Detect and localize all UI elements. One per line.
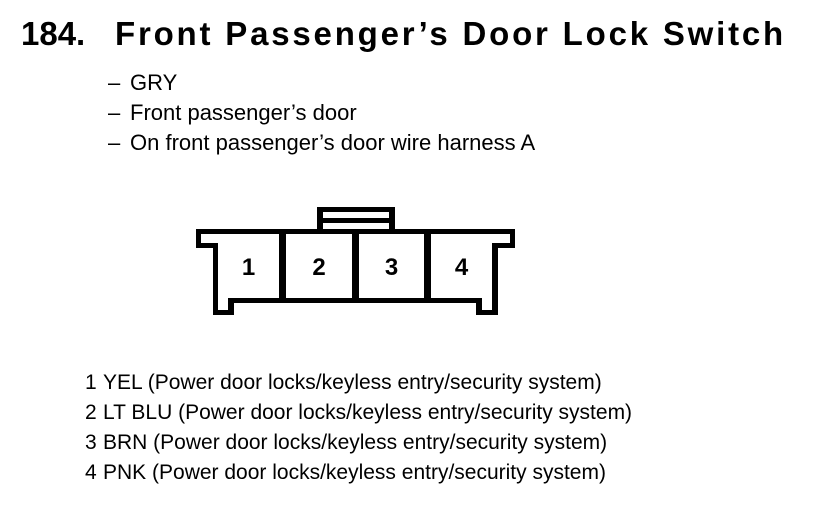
pin-number: 1 [85,371,97,394]
connector-diagram: 1 2 3 4 [196,207,515,315]
pin-number: 4 [85,461,97,484]
wire-label: PNK (Power door locks/keyless entry/secu… [103,461,606,484]
pinout-row-2: 2 LT BLU (Power door locks/keyless entry/… [85,398,632,428]
detail-line-harness: –On front passenger’s door wire harness … [108,128,535,158]
cavity-dividers [279,234,431,298]
dash-bullet: – [108,130,121,155]
pinout-list: 1 YEL (Power door locks/keyless entry/sec… [85,368,632,488]
detail-line-location: –Front passenger’s door [108,98,535,128]
pin-cavity-4-number: 4 [455,254,469,281]
pin-number: 3 [85,431,97,454]
pin-cavity-3-number: 3 [385,254,398,281]
pinout-row-1: 1 YEL (Power door locks/keyless entry/sec… [85,368,632,398]
wire-label: YEL (Power door locks/keyless entry/secu… [103,371,602,394]
pin-cavity-2-number: 2 [312,254,325,281]
connector-details: –GRY –Front passenger’s door –On front p… [108,68,535,158]
dash-bullet: – [108,100,121,125]
wire-label: LT BLU (Power door locks/keyless entry/s… [103,401,633,424]
detail-text: GRY [130,70,178,95]
page-title: 184. Front Passenger’s Door Lock Switch [21,17,786,50]
item-number: 184. [21,15,86,52]
pinout-row-4: 4 PNK (Power door locks/keyless entry/sec… [85,458,632,488]
pinout-row-3: 3 BRN (Power door locks/keyless entry/sec… [85,428,632,458]
detail-text: Front passenger’s door [130,100,357,125]
pin-cavity-1-number: 1 [242,254,255,281]
pin-number: 2 [85,401,97,424]
wire-label: BRN (Power door locks/keyless entry/secu… [103,431,608,454]
item-title: Front Passenger’s Door Lock Switch [115,15,786,52]
detail-text: On front passenger’s door wire harness A [130,130,536,155]
connector-latch-tab [317,207,395,229]
detail-line-color: –GRY [108,68,535,98]
dash-bullet: – [108,70,121,95]
